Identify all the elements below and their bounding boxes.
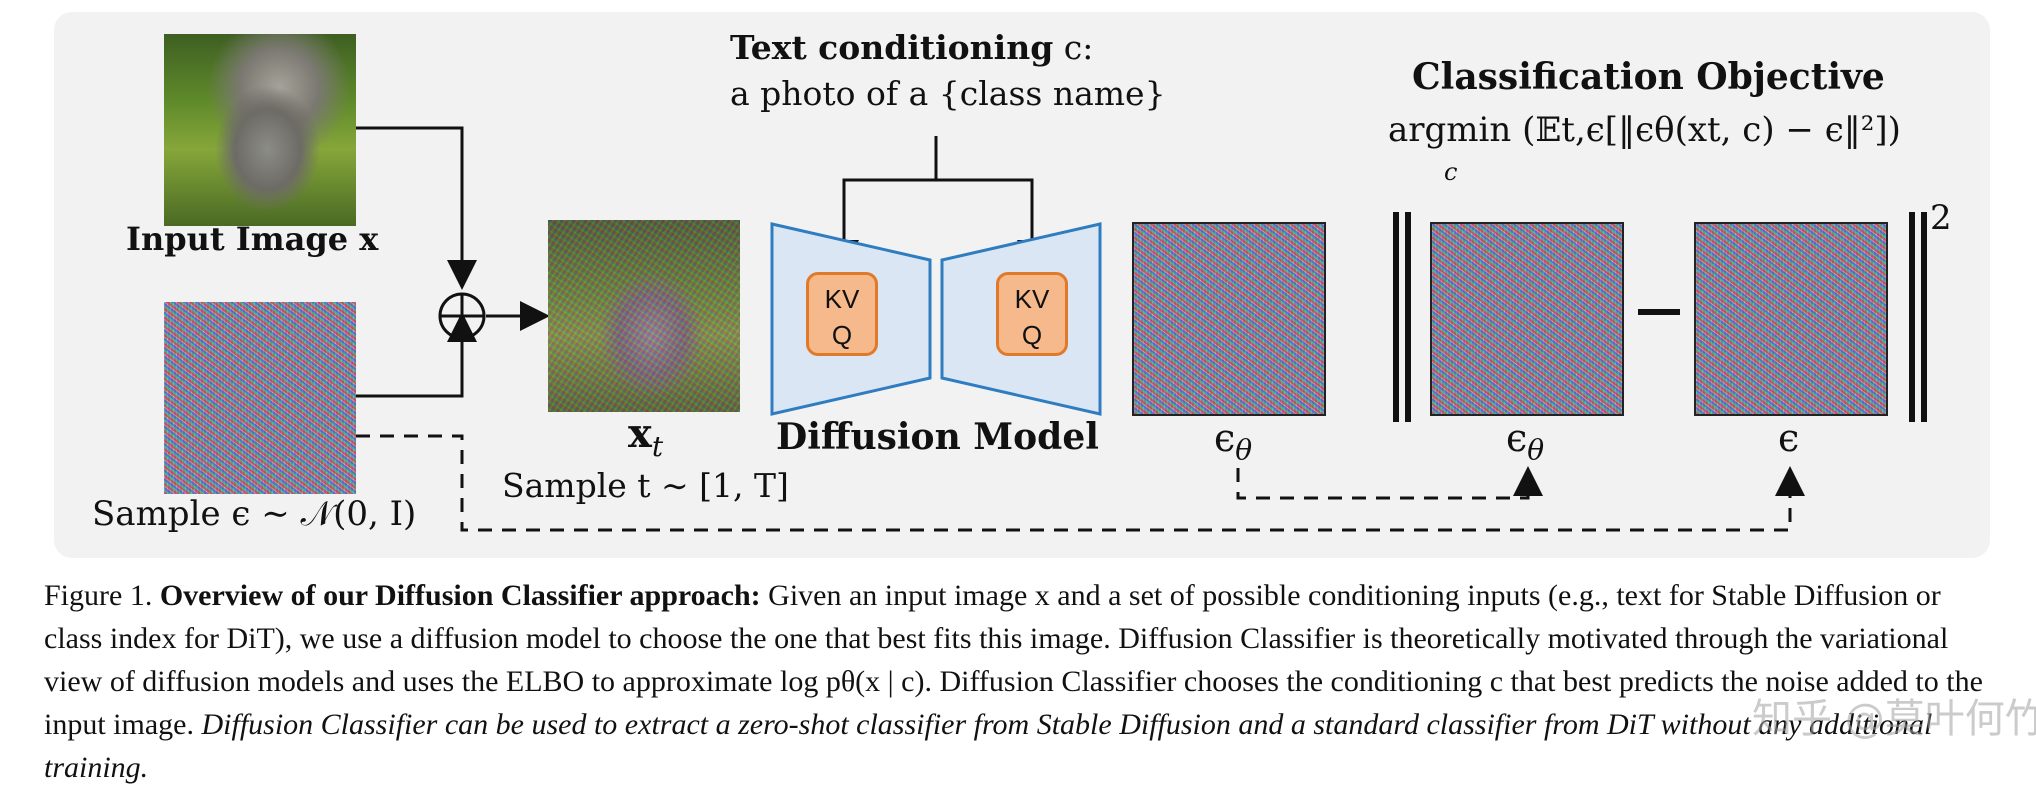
watermark: 知乎 @莫叶何竹 bbox=[1752, 696, 2036, 742]
figure-panel: Input Image x Sample ϵ ∼ 𝒩(0, I) xt Samp… bbox=[54, 12, 1990, 558]
image-to-add-arrow bbox=[356, 126, 477, 290]
diffusion-model-label: Diffusion Model bbox=[776, 416, 1099, 458]
eps-theta-subscript: θ bbox=[1235, 433, 1253, 467]
q-label: Q bbox=[1021, 320, 1043, 350]
attention-block-left: KV Q bbox=[806, 272, 878, 356]
noise-to-eps-dashed-arrow bbox=[356, 434, 1805, 532]
figure-caption: Figure 1. Overview of our Diffusion Clas… bbox=[44, 574, 1994, 789]
add-operator-icon bbox=[438, 292, 486, 340]
predicted-noise-image bbox=[1132, 222, 1326, 416]
caption-bold-title: Overview of our Diffusion Classifier app… bbox=[159, 579, 761, 612]
kv-label: KV bbox=[1014, 284, 1050, 314]
noise-image bbox=[164, 302, 356, 494]
xt-label: xt bbox=[628, 410, 663, 463]
eps-label: ϵ bbox=[1778, 416, 1800, 460]
text-conditioning-title: Text conditioning c: bbox=[730, 28, 1093, 67]
q-label: Q bbox=[831, 320, 853, 350]
right-norm-bars bbox=[1909, 212, 1927, 422]
objective-eps-theta-label: ϵθ bbox=[1506, 416, 1544, 467]
caption-body: Given an input image x and a set of poss… bbox=[44, 579, 1983, 741]
eps-theta-symbol: ϵ bbox=[1506, 416, 1528, 460]
eps-theta-dashed-arrow bbox=[1236, 466, 1543, 500]
kv-label: KV bbox=[824, 284, 860, 314]
objective-title: Classification Objective bbox=[1412, 56, 1885, 98]
norm-exponent: 2 bbox=[1930, 198, 1952, 238]
input-image bbox=[164, 34, 356, 226]
eps-theta-label: ϵθ bbox=[1214, 416, 1252, 467]
eps-theta-subscript: θ bbox=[1527, 433, 1545, 467]
eps-theta-symbol: ϵ bbox=[1214, 416, 1236, 460]
connector-lines bbox=[356, 126, 1927, 532]
noisy-image-xt bbox=[548, 220, 740, 412]
left-norm-bars bbox=[1393, 212, 1411, 422]
noise-to-add-arrow bbox=[356, 312, 477, 398]
xt-symbol: x bbox=[628, 410, 652, 457]
objective-predicted-noise bbox=[1430, 222, 1624, 416]
objective-formula: argmin (𝔼t,ϵ[‖ϵθ(xt, c) − ϵ‖²]) bbox=[1388, 110, 1901, 150]
input-image-label: Input Image x bbox=[126, 220, 379, 258]
text-conditioning-var: c: bbox=[1063, 28, 1094, 67]
true-noise-image bbox=[1694, 222, 1888, 416]
text-to-kv-right-arrow bbox=[936, 178, 1047, 270]
text-conditioning-prompt: a photo of a {class name} bbox=[730, 74, 1166, 113]
xt-subscript: t bbox=[651, 430, 664, 463]
text-to-kv-left-arrow bbox=[829, 136, 938, 270]
text-conditioning-heading: Text conditioning bbox=[730, 28, 1054, 67]
noise-label: Sample ϵ ∼ 𝒩(0, I) bbox=[92, 494, 417, 534]
timestep-label: Sample t ∼ [1, T] bbox=[502, 466, 789, 505]
caption-italic-end: Diffusion Classifier can be used to extr… bbox=[44, 708, 1933, 784]
caption-prefix: Figure 1. bbox=[44, 579, 153, 612]
attention-block-right: KV Q bbox=[996, 272, 1068, 356]
objective-argmin-subscript: c bbox=[1444, 158, 1458, 186]
